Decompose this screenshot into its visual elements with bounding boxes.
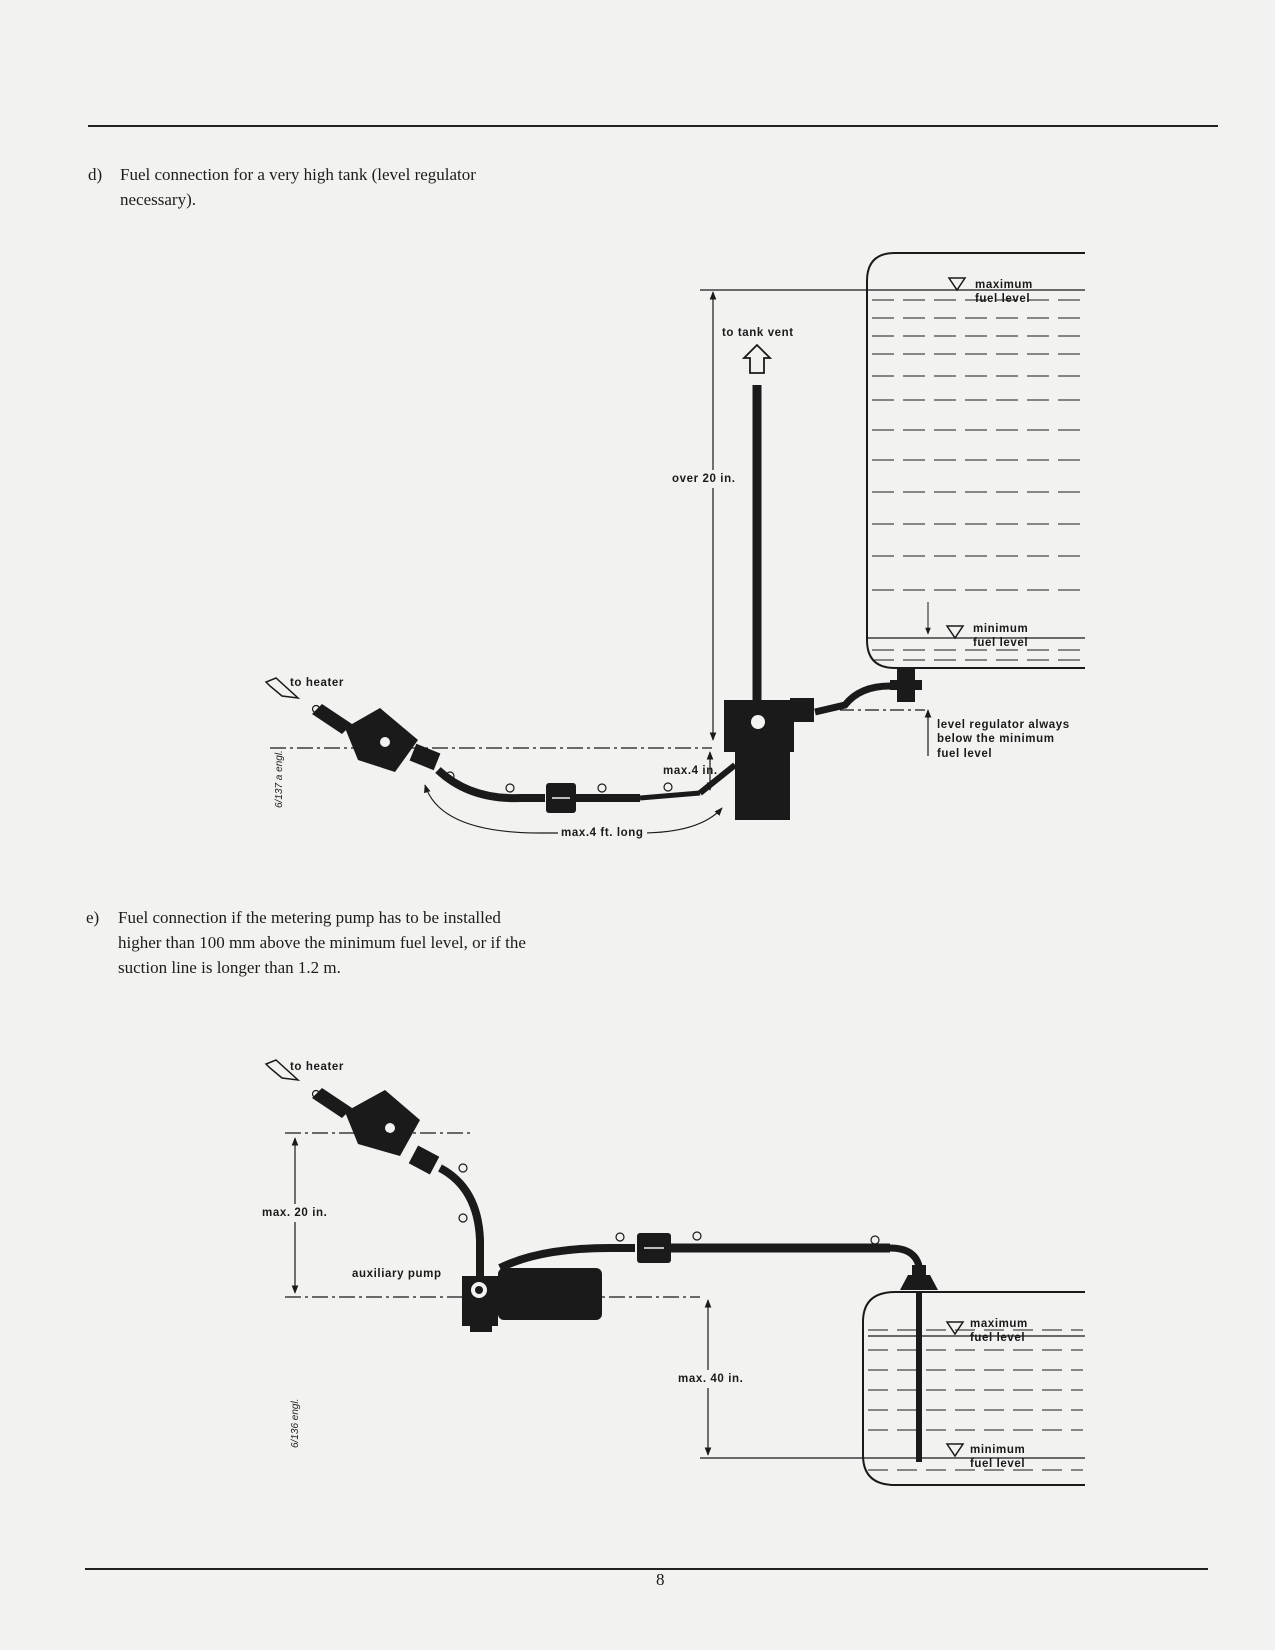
- label-max-40-in: max. 40 in.: [678, 1370, 744, 1388]
- diagram-d: [264, 252, 1085, 834]
- drawing-code-e: 6/136 engl.: [290, 1398, 301, 1449]
- label-auxiliary-pump: auxiliary pump: [352, 1268, 442, 1280]
- riser-line-e: [438, 1164, 484, 1280]
- max-level-triangle-d: [947, 277, 967, 292]
- tank-e-fuel-dashes: [868, 1329, 1083, 1471]
- tank-e-outline: [862, 1291, 1085, 1486]
- label-fuel-level-max-e: fuel level: [970, 1332, 1026, 1344]
- section-d-letter: d): [88, 165, 103, 184]
- filter-line-e: [498, 1244, 635, 1272]
- tank-d-outline: [866, 252, 1085, 669]
- page-number: 8: [656, 1570, 665, 1589]
- label-max-20-in: max. 20 in.: [262, 1204, 328, 1222]
- drawing-code-d: 6/137 a engl.: [274, 750, 285, 808]
- diagram-e: [264, 1059, 1085, 1486]
- label-minimum-e: minimum: [970, 1444, 1026, 1456]
- tank-e-fitting: [900, 1265, 938, 1290]
- label-max-4-ft-long: max.4 ft. long: [558, 826, 647, 840]
- outlet-line-d: [814, 682, 891, 716]
- min-level-triangle-e: [945, 1443, 965, 1458]
- label-regulator-note-2: below the minimum: [937, 733, 1055, 745]
- section-e-line-1: Fuel connection if the metering pump has…: [118, 908, 501, 927]
- label-fuel-level-min-e: fuel level: [970, 1458, 1026, 1470]
- label-maximum-e: maximum: [970, 1318, 1028, 1330]
- level-regulator-d: [724, 698, 814, 820]
- metering-pump-e: [312, 1088, 440, 1175]
- heater-arrow-d: [264, 677, 301, 700]
- label-over-20-in: over 20 in.: [672, 470, 736, 488]
- section-e-line-2: higher than 100 mm above the minimum fue…: [118, 933, 526, 952]
- section-e-letter: e): [86, 908, 100, 927]
- min-level-triangle-d: [945, 625, 965, 640]
- footer-rule: [85, 1568, 1208, 1570]
- section-d-line-1: Fuel connection for a very high tank (le…: [120, 165, 476, 184]
- label-max-4-in: max.4 in.: [663, 765, 718, 777]
- section-d-caption: d) Fuel connection for a very high tank …: [88, 162, 720, 212]
- label-to-heater-d: to heater: [290, 677, 344, 689]
- metering-pump-d: [312, 704, 441, 772]
- max-4-ft-dimension: [424, 784, 723, 834]
- label-to-heater-e: to heater: [290, 1061, 344, 1073]
- label-fuel-level-min-d: fuel level: [973, 637, 1029, 649]
- label-to-tank-vent: to tank vent: [722, 327, 794, 339]
- label-minimum-d: minimum: [973, 623, 1029, 635]
- heater-arrow-e: [264, 1059, 301, 1082]
- label-fuel-level-max-d: fuel level: [975, 293, 1031, 305]
- section-e-caption: e) Fuel connection if the metering pump …: [86, 905, 738, 980]
- label-regulator-note-1: level regulator always: [937, 719, 1070, 731]
- label-maximum-d: maximum: [975, 279, 1033, 291]
- section-d-line-2: necessary).: [120, 190, 196, 209]
- label-regulator-note-3: fuel level: [937, 748, 993, 760]
- vent-arrow-d: [741, 343, 773, 374]
- auxiliary-pump-e: [462, 1268, 602, 1332]
- section-e-line-3: suction line is longer than 1.2 m.: [118, 958, 341, 977]
- header-rule: [88, 125, 1218, 127]
- max-level-triangle-e: [945, 1321, 965, 1336]
- tank-d-fuel-dashes: [872, 299, 1083, 661]
